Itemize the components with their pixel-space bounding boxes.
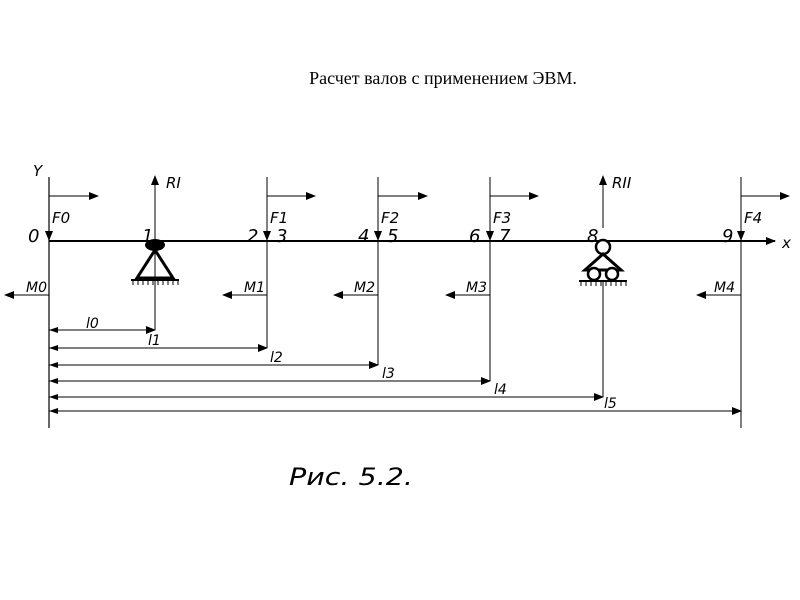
- node-label-1: 1: [142, 226, 153, 247]
- moment-label-m4: M4: [714, 280, 735, 296]
- node-label-2: 2: [247, 226, 258, 247]
- length-label-l1: l1: [148, 333, 161, 349]
- length-label-l3: l3: [382, 366, 395, 382]
- roller-support-icon: [579, 238, 627, 286]
- moment-label-m2: M2: [354, 280, 375, 296]
- moment-label-m3: M3: [466, 280, 487, 296]
- node-label-9: 9: [722, 226, 733, 247]
- node-label-7: 7: [499, 226, 511, 247]
- node-label-8: 8: [587, 226, 598, 247]
- force-label-f0: F0: [52, 209, 70, 227]
- length-label-l0: l0: [86, 316, 99, 332]
- y-axis-label: Y: [33, 162, 44, 180]
- moment-label-m0: M0: [26, 280, 47, 296]
- force-label-f2: F2: [381, 209, 399, 227]
- page-title: Расчет валов с применением ЭВМ.: [309, 68, 577, 88]
- figure-caption: Рис. 5.2.: [289, 463, 413, 491]
- force-label-f3: F3: [493, 209, 511, 227]
- x-axis-label: x: [781, 234, 791, 252]
- reaction-label-r1: RI: [166, 174, 181, 192]
- node-label-3: 3: [276, 226, 287, 247]
- moment-label-m1: M1: [244, 280, 265, 296]
- length-label-l2: l2: [270, 350, 283, 366]
- reaction-label-r2: RII: [612, 174, 632, 192]
- force-label-f1: F1: [270, 209, 288, 227]
- force-label-f4: F4: [744, 209, 762, 227]
- node-label-5: 5: [387, 226, 398, 247]
- length-label-l5: l5: [604, 396, 617, 412]
- node-label-6: 6: [469, 226, 480, 247]
- pin-support-icon: [131, 239, 179, 285]
- node-label-0: 0: [28, 226, 39, 247]
- dimension-start-arrows: [49, 327, 58, 414]
- length-label-l4: l4: [494, 382, 507, 398]
- node-label-4: 4: [358, 226, 369, 247]
